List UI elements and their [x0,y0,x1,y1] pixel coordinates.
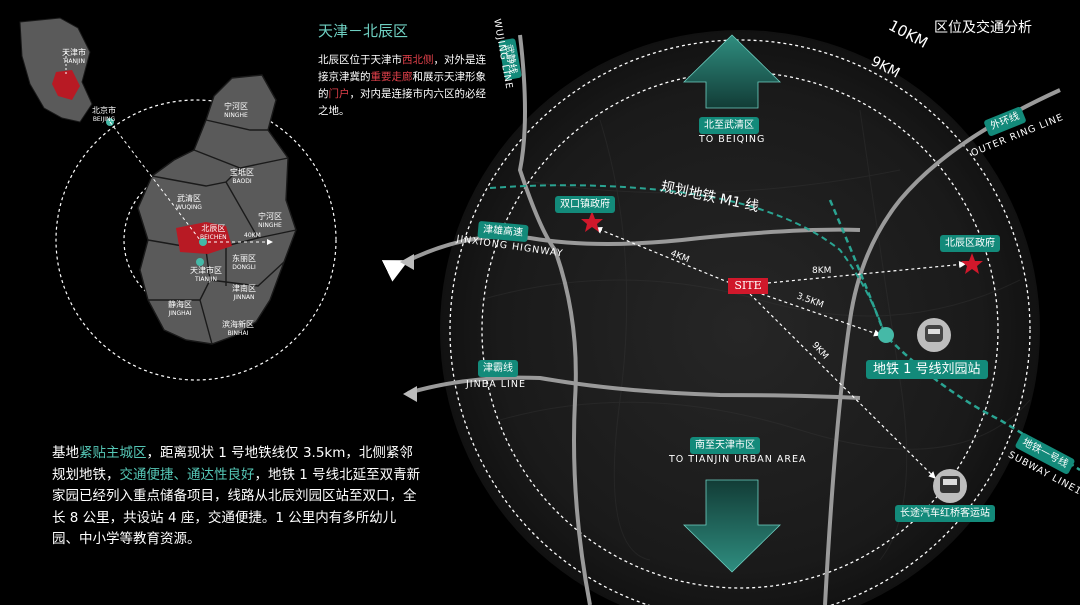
intro-heading: 天津－北辰区 [318,22,409,40]
south-badge: 南至天津市区 [690,437,760,454]
page-title: 区位及交通分析 [934,20,1032,36]
shuangkou-label: 双口镇政府 [555,196,615,213]
ring-10km-label: 10KM [885,16,930,52]
jinba-en-label: JINBA LINE [466,379,526,390]
district-inset [19,17,337,381]
station-label: 地铁 1 号线刘园站 [866,360,988,379]
jinxiong-arrow-icon [400,254,414,270]
dist-line-station [755,291,882,337]
dist-line-shuangkou [594,226,736,286]
station-dot-icon [878,327,894,343]
bus-station-label: 长途汽车红桥客运站 [895,505,995,522]
beichen-gov-star-icon [961,253,983,274]
inset-ring-outer [55,99,337,381]
outer-ring-road [823,88,1061,605]
ring-10km [449,39,1031,605]
shuangkou-star-icon [581,211,603,232]
beichen-gov-label: 北辰区政府 [940,235,1000,252]
north-en-label: TO BEIQING [699,134,766,145]
north-arrow-icon [683,34,781,109]
south-en-label: TO TIANJIN URBAN AREA [669,454,807,465]
north-badge: 北至武清区 [699,117,759,134]
wujing-road [517,34,592,605]
aerial-circle [440,30,1040,605]
jinba-road [407,375,861,400]
inset-distance-label: 40KM [244,232,261,239]
south-arrow-icon [683,479,781,573]
dist-label-8km: 8KM [812,266,832,276]
intro-paragraph: 北辰区位于天津市西北侧，对外是连接京津冀的重要走廊和展示天津形象的门户，对内是连… [318,54,486,117]
ring-9km [481,71,999,589]
summary-paragraph: 基地紧贴主城区，距离现状 1 号地铁线仅 3.5km，北侧紧邻规划地铁，交通便捷… [52,445,421,547]
region-mini-map [19,17,93,123]
dist-line-bus [749,293,936,479]
dist-line-beichen [767,260,967,284]
beichen-district [176,222,232,254]
site-marker: SITE [728,278,768,294]
planned-metro-m1 [489,184,886,336]
jinba-badge: 津霸线 [478,360,518,377]
jinxiong-road [381,227,861,282]
tianjin-districts [137,74,297,345]
jinba-arrow-icon [403,386,417,402]
